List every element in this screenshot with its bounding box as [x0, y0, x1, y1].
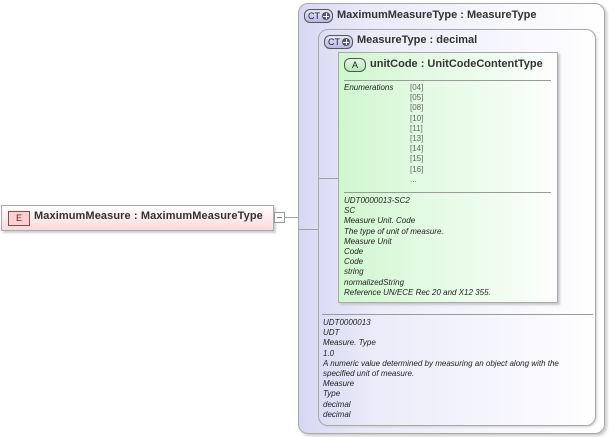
enum-value: [04] — [410, 83, 424, 92]
doc-line: decimal — [323, 399, 351, 409]
complex-type-documentation: UDT0000013 UDT Measure. Type 1.0 A numer… — [323, 318, 559, 420]
attribute-documentation: UDT0000013-SC2 SC Measure Unit. Code The… — [344, 196, 491, 298]
element-node-maximum-measure[interactable]: E MaximumMeasure : MaximumMeasureType — [1, 205, 274, 231]
attribute-badge-icon: A — [344, 58, 366, 72]
doc-line: The type of unit of measure. — [344, 226, 444, 236]
complex-type-title: MaximumMeasureType : MeasureType — [337, 9, 537, 21]
enum-value: ... — [410, 174, 417, 184]
enum-value: [16] — [410, 164, 424, 174]
enumerations-list: [04] [05] [08] [10] [11] [13] [14] [15] … — [410, 83, 423, 185]
doc-line: Code — [344, 257, 364, 267]
doc-line: Type — [323, 389, 341, 399]
doc-line: UDT0000013-SC2 — [344, 196, 410, 205]
doc-line: A numeric value determined by measuring … — [323, 358, 559, 368]
doc-line: Measure Unit — [344, 236, 392, 246]
doc-line: UDT — [323, 328, 340, 338]
enum-value: [15] — [410, 154, 424, 164]
attribute-unit-code[interactable]: A unitCode : UnitCodeContentType Enumera… — [338, 52, 558, 303]
connector-line — [284, 217, 298, 218]
connector-line — [319, 178, 338, 179]
expand-plus-icon — [342, 38, 350, 46]
element-title: MaximumMeasure : MaximumMeasureType — [34, 210, 263, 222]
doc-line: Code — [344, 247, 364, 257]
doc-line: Measure — [323, 379, 355, 389]
doc-line: UDT0000013 — [323, 318, 371, 327]
complex-type-badge-icon: CT — [304, 9, 333, 23]
divider — [344, 80, 551, 81]
doc-line: SC — [344, 206, 356, 216]
divider — [344, 192, 551, 193]
doc-line: Reference UN/ECE Rec 20 and X12 355. — [344, 287, 491, 297]
doc-line: decimal — [323, 409, 351, 419]
expand-plus-icon — [322, 12, 330, 20]
complex-type-badge-icon: CT — [324, 35, 353, 49]
doc-line: 1.0 — [323, 348, 335, 358]
enum-value: [05] — [410, 93, 424, 103]
enum-value: [13] — [410, 134, 424, 144]
doc-line: Measure Unit. Code — [344, 216, 416, 226]
element-badge-icon: E — [8, 211, 30, 226]
enum-value: [14] — [410, 144, 424, 154]
connector-line — [299, 229, 319, 230]
doc-line: normalizedString — [344, 277, 405, 287]
doc-line: string — [344, 267, 364, 277]
enum-value: [11] — [410, 123, 423, 133]
enum-value: [10] — [410, 113, 424, 123]
enum-value: [08] — [410, 103, 424, 113]
divider — [322, 314, 593, 315]
attribute-title: unitCode : UnitCodeContentType — [370, 58, 543, 70]
complex-type-title: MeasureType : decimal — [357, 34, 478, 46]
doc-line: Measure. Type — [323, 338, 376, 348]
enumerations-label: Enumerations — [344, 83, 394, 92]
doc-line: specified unit of measure. — [323, 369, 415, 379]
